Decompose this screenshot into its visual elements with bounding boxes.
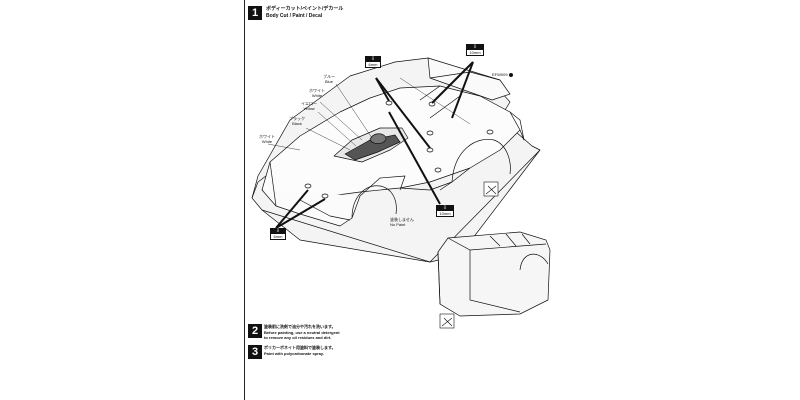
paint-label-en: Yellow — [303, 106, 315, 111]
hole-marker — [321, 193, 329, 199]
step-3-number: 3 — [248, 345, 262, 359]
cut-icon — [439, 313, 455, 329]
rear-wheel-arch — [451, 138, 511, 183]
drill-icon: ⇩ — [271, 229, 285, 234]
circle-marker-icon — [508, 72, 513, 77]
inset-rear-detail — [437, 231, 551, 317]
hole-callout-10mm-bottom: ⇩ 10mm — [436, 205, 454, 217]
paint-label-en: Blue — [324, 79, 333, 84]
hole-marker — [486, 129, 494, 135]
part-code-label: EFW009 — [492, 72, 513, 77]
paint-label-blue: ブルー Blue — [320, 74, 338, 84]
paint-label-jp: ホワイト — [309, 88, 325, 93]
paint-label-white-left: ホワイト White — [256, 134, 278, 144]
hole-size-label: 6mm — [368, 62, 378, 67]
page-margin-line — [244, 0, 245, 400]
step-2-en-line1: Before painting, use a neutral detergent — [264, 329, 340, 335]
paint-label-en: No Paint — [390, 222, 406, 227]
hole-size-label: 10mm — [469, 50, 481, 55]
hole-marker — [304, 183, 312, 189]
hole-marker — [426, 130, 434, 136]
rear-wing — [427, 57, 511, 101]
paint-label-yellow: イエロー Yellow — [298, 101, 320, 111]
front-wheel-arch — [351, 185, 397, 219]
step-1-title-jp: ボディーカット/ペイント/デカール — [266, 6, 344, 12]
paint-label-jp: ブラック — [289, 116, 305, 121]
paint-label-en: White — [261, 139, 273, 144]
paint-label-jp: ブルー — [323, 74, 335, 79]
cut-icon — [483, 181, 499, 197]
hole-size-label: 6mm — [273, 234, 283, 239]
step-3-en: Paint with polycarbonate spray. — [264, 350, 324, 356]
leader-10mm-top — [431, 61, 474, 104]
tray-edge — [261, 149, 541, 263]
paint-label-jp: 塗装しません — [390, 217, 414, 222]
drill-icon: ⇩ — [467, 45, 483, 50]
paint-label-en: White — [311, 93, 323, 98]
leader-6mm-bottom — [275, 189, 309, 229]
step-1-title-en: Body Cut / Paint / Decal — [266, 13, 323, 19]
hole-callout-10mm-top: ⇩ 10mm — [466, 44, 484, 56]
paint-label-no-paint: 塗装しません No Paint — [390, 217, 420, 227]
leader-10mm-bottom — [388, 111, 441, 205]
step-1-title: ボディーカット/ペイント/デカール Body Cut / Paint / Dec… — [266, 6, 343, 20]
paint-label-en: Black — [292, 121, 302, 126]
step-3-jp: ポリカーボネイト用塗料で塗装します。 — [264, 345, 336, 350]
hole-callout-6mm-bottom: ⇩ 6mm — [270, 228, 286, 240]
step-1-number: 1 — [248, 6, 262, 20]
paint-label-black: ブラック Black — [286, 116, 308, 126]
hole-marker — [434, 167, 442, 173]
step-2-number: 2 — [248, 324, 262, 338]
paint-label-white-top: ホワイト White — [306, 88, 328, 98]
driver-helmet — [369, 133, 387, 144]
hole-size-label: 10mm — [439, 211, 451, 216]
step-2-jp: 塗装前に洗剤で油分や汚れを洗います。 — [264, 324, 336, 329]
paint-label-jp: イエロー — [301, 101, 317, 106]
drill-icon: ⇩ — [437, 206, 453, 211]
part-code: EFW009 — [492, 72, 508, 77]
paint-label-jp: ホワイト — [259, 134, 275, 139]
step-2-en-line2: to remove any oil residues and dirt. — [264, 335, 332, 340]
step-3-text: ポリカーボネイト用塗料で塗装します。 Paint with polycarbon… — [264, 345, 336, 356]
hole-callout-6mm-top: ⇩ 6mm — [365, 56, 381, 68]
side-intake — [359, 175, 406, 197]
step-2-text: 塗装前に洗剤で油分や汚れを洗います。 Before painting, use … — [264, 324, 340, 341]
drill-icon: ⇩ — [366, 57, 380, 62]
